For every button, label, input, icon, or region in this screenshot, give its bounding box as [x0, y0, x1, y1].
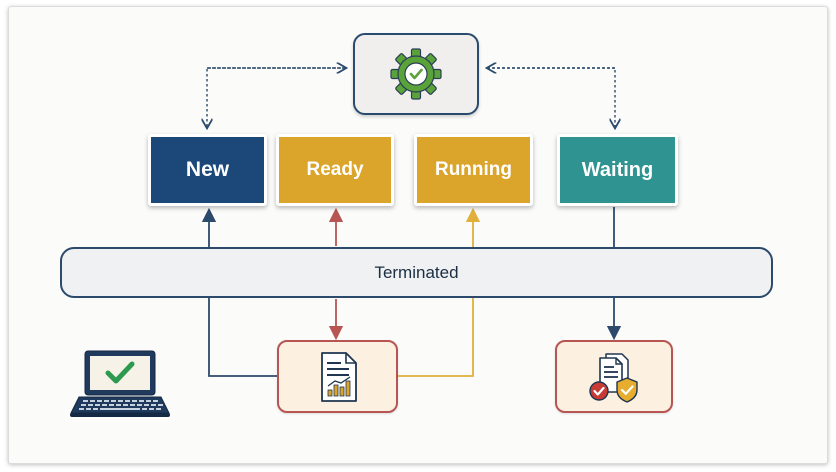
- diagram-canvas: New Ready Running Waiting Terminated: [8, 6, 828, 464]
- gear-to-waiting-link: [487, 67, 615, 127]
- terminated-label: Terminated: [374, 262, 459, 282]
- state-ready: Ready: [276, 134, 394, 206]
- gear-check-icon: [390, 48, 442, 100]
- document-chart-icon: [320, 351, 357, 402]
- gear-to-new-link: [207, 67, 346, 127]
- verified-documents-node: [555, 340, 673, 413]
- document-check-shield-icon: [589, 352, 638, 403]
- terminated-bar: Terminated: [60, 247, 773, 298]
- state-running: Running: [414, 134, 533, 206]
- state-new: New: [148, 134, 267, 206]
- scheduler-node: [353, 33, 479, 115]
- state-waiting: Waiting: [557, 134, 678, 206]
- chart-document-node: [277, 340, 398, 413]
- laptop-check-icon: [70, 350, 170, 417]
